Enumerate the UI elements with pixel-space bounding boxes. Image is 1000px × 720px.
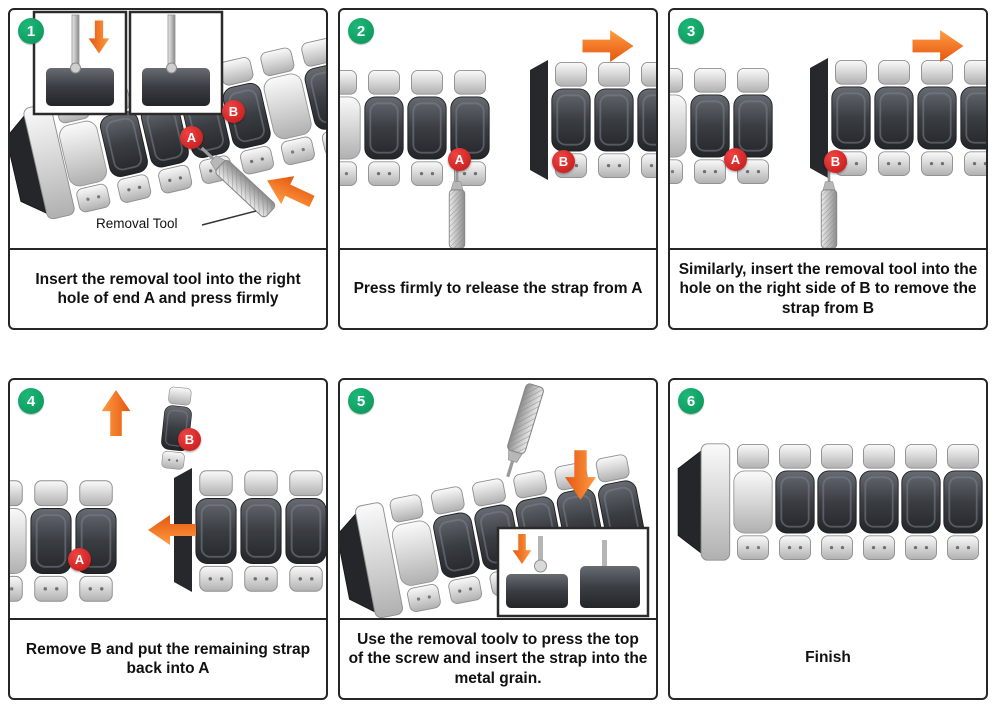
closeup-inset	[496, 526, 650, 618]
step-panel-2: 2 A B	[338, 8, 658, 330]
step-1-caption: Insert the removal tool into the right h…	[10, 248, 326, 328]
removal-tool	[498, 382, 546, 480]
slide-right-arrow-icon	[912, 30, 964, 62]
lift-up-arrow-icon	[101, 390, 131, 436]
step-3-drawing	[670, 30, 986, 248]
step-panel-6: 6 Finish	[668, 378, 988, 700]
closeup-insets	[32, 10, 224, 116]
marker-b-badge: B	[222, 100, 245, 123]
step-4-caption: Remove B and put the remaining strap bac…	[10, 618, 326, 698]
step-6-drawing	[677, 443, 984, 561]
band-left-group	[10, 479, 118, 603]
step-number-badge: 2	[348, 18, 374, 44]
step-panel-1: 1	[8, 8, 328, 330]
step-2-illustration: A B	[340, 10, 656, 248]
step-5-illustration	[340, 380, 656, 618]
removal-tool-label: Removal Tool	[96, 216, 178, 231]
marker-a-badge: A	[448, 148, 471, 171]
band-left-group	[670, 67, 774, 185]
step-3-illustration: A B	[670, 10, 986, 248]
step-number-badge: 4	[18, 388, 44, 414]
band-right-group	[174, 468, 326, 593]
step-1-illustration: A B Removal Tool	[10, 10, 326, 248]
marker-a-badge: A	[180, 126, 203, 149]
marker-a-badge: A	[724, 148, 747, 171]
step-number-badge: 6	[678, 388, 704, 414]
step-6-illustration	[670, 380, 986, 618]
step-3-caption: Similarly, insert the removal tool into …	[670, 248, 986, 328]
assembled-band	[677, 443, 984, 561]
marker-b-badge: B	[824, 150, 847, 173]
marker-b-badge: B	[552, 150, 575, 173]
step-4-drawing	[10, 385, 326, 603]
label-pointer-line	[201, 210, 257, 226]
step-6-caption: Finish	[805, 649, 851, 667]
step-number-badge: 1	[18, 18, 44, 44]
step-number-badge: 5	[348, 388, 374, 414]
step-panel-5: 5	[338, 378, 658, 700]
step-panel-4: 4	[8, 378, 328, 700]
step-panel-3: 3 A B	[668, 8, 988, 330]
marker-a-badge: A	[68, 548, 91, 571]
step-4-illustration: B A	[10, 380, 326, 618]
band-right-group	[530, 60, 656, 180]
step-5-drawing	[340, 382, 653, 618]
step-5-caption: Use the removal toolv to press the top o…	[340, 618, 656, 698]
marker-b-badge: B	[178, 428, 201, 451]
step-1-drawing	[10, 10, 326, 226]
slide-right-arrow-icon	[582, 30, 634, 62]
band-right-group	[810, 58, 986, 178]
step-2-caption: Press firmly to release the strap from A	[340, 248, 656, 328]
step-number-badge: 3	[678, 18, 704, 44]
removal-tool	[820, 168, 838, 248]
step-2-drawing	[340, 30, 656, 248]
